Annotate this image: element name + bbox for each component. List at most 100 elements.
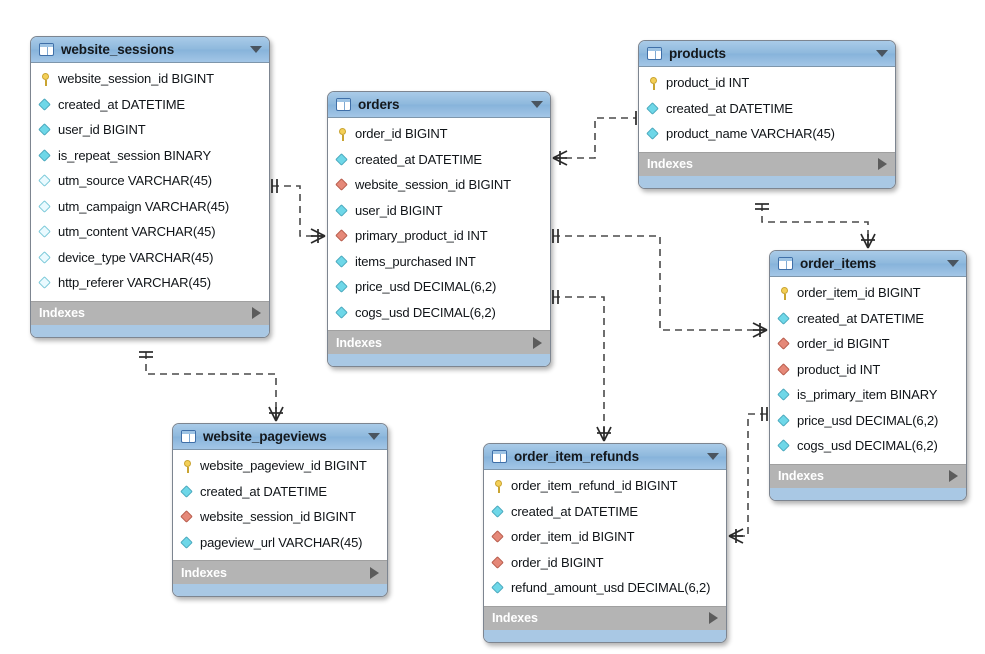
column-label: created_at DATETIME (58, 96, 185, 112)
column-row[interactable]: price_usd DECIMAL(6,2) (770, 408, 966, 434)
column-row[interactable]: utm_content VARCHAR(45) (31, 219, 269, 245)
column-label: utm_content VARCHAR(45) (58, 224, 216, 240)
column-row[interactable]: device_type VARCHAR(45) (31, 245, 269, 271)
table-header[interactable]: order_item_refunds (484, 444, 726, 470)
column-row[interactable]: utm_campaign VARCHAR(45) (31, 194, 269, 220)
column-row[interactable]: user_id BIGINT (328, 198, 550, 224)
primary-key-icon (181, 459, 195, 473)
column-icon (38, 97, 53, 111)
card-many-orders-products (552, 150, 568, 166)
column-row[interactable]: primary_product_id INT (328, 223, 550, 249)
column-row[interactable]: product_id INT (639, 70, 895, 96)
chevron-down-icon[interactable] (531, 101, 543, 108)
column-label: price_usd DECIMAL(6,2) (797, 412, 939, 428)
column-icon (777, 388, 792, 402)
column-row[interactable]: refund_amount_usd DECIMAL(6,2) (484, 575, 726, 601)
chevron-down-icon[interactable] (947, 260, 959, 267)
column-row[interactable]: created_at DATETIME (484, 499, 726, 525)
rel-sessions-orders (272, 185, 325, 237)
column-label: order_id BIGINT (797, 336, 890, 352)
table-header[interactable]: products (639, 41, 895, 67)
card-one-orders-orderitems (552, 229, 559, 243)
table-name-label: website_pageviews (203, 429, 327, 444)
column-label: refund_amount_usd DECIMAL(6,2) (511, 580, 711, 596)
column-label: utm_campaign VARCHAR(45) (58, 198, 229, 214)
column-row[interactable]: created_at DATETIME (639, 96, 895, 122)
indexes-label: Indexes (181, 565, 227, 580)
foreign-key-icon (777, 337, 792, 351)
expand-right-icon[interactable] (949, 470, 958, 482)
table-header[interactable]: website_sessions (31, 37, 269, 63)
rel-sessions-pageviews (145, 352, 277, 421)
column-label: cogs_usd DECIMAL(6,2) (797, 438, 938, 454)
column-row[interactable]: is_primary_item BINARY (770, 382, 966, 408)
primary-key-icon (647, 76, 661, 90)
column-row[interactable]: created_at DATETIME (770, 306, 966, 332)
expand-right-icon[interactable] (370, 566, 379, 579)
indexes-section[interactable]: Indexes (173, 560, 387, 584)
chevron-down-icon[interactable] (707, 453, 719, 460)
indexes-label: Indexes (778, 469, 824, 483)
column-row[interactable]: created_at DATETIME (328, 147, 550, 173)
column-row[interactable]: order_id BIGINT (484, 550, 726, 576)
column-label: device_type VARCHAR(45) (58, 249, 214, 265)
column-row[interactable]: items_purchased INT (328, 249, 550, 275)
column-row[interactable]: created_at DATETIME (31, 92, 269, 118)
column-label: created_at DATETIME (666, 100, 793, 116)
chevron-down-icon[interactable] (250, 46, 262, 53)
expand-right-icon[interactable] (878, 158, 887, 170)
expand-right-icon[interactable] (709, 612, 718, 624)
chevron-down-icon[interactable] (876, 50, 888, 57)
foreign-key-icon (335, 229, 350, 243)
column-row[interactable]: order_item_id BIGINT (484, 524, 726, 550)
column-row[interactable]: website_pageview_id BIGINT (173, 453, 387, 479)
column-row[interactable]: product_name VARCHAR(45) (639, 121, 895, 147)
expand-right-icon[interactable] (533, 336, 542, 349)
column-row[interactable]: order_item_refund_id BIGINT (484, 473, 726, 499)
column-label: website_session_id BIGINT (58, 71, 214, 87)
expand-right-icon[interactable] (252, 307, 261, 319)
indexes-section[interactable]: Indexes (639, 151, 895, 176)
table-header[interactable]: order_items (770, 251, 966, 277)
indexes-section[interactable]: Indexes (328, 330, 550, 354)
column-row[interactable]: order_id BIGINT (328, 121, 550, 147)
column-row[interactable]: website_session_id BIGINT (328, 172, 550, 198)
indexes-section[interactable]: Indexes (484, 605, 726, 630)
table-icon (492, 450, 507, 463)
table-website_sessions[interactable]: website_sessions website_session_id BIGIN… (30, 36, 270, 338)
column-row[interactable]: is_repeat_session BINARY (31, 143, 269, 169)
table-header[interactable]: orders (328, 92, 550, 118)
card-many-pageviews-sessions (268, 406, 284, 422)
table-name-label: website_sessions (61, 42, 175, 57)
column-row[interactable]: product_id INT (770, 357, 966, 383)
column-row[interactable]: http_referer VARCHAR(45) (31, 270, 269, 296)
column-row[interactable]: pageview_url VARCHAR(45) (173, 530, 387, 556)
column-row[interactable]: order_id BIGINT (770, 331, 966, 357)
column-row[interactable]: order_item_id BIGINT (770, 280, 966, 306)
indexes-section[interactable]: Indexes (770, 463, 966, 488)
column-row[interactable]: cogs_usd DECIMAL(6,2) (770, 433, 966, 459)
column-label: product_id INT (797, 361, 881, 377)
column-row[interactable]: website_session_id BIGINT (31, 66, 269, 92)
column-label: user_id BIGINT (58, 122, 146, 138)
nullable-column-icon (38, 276, 53, 290)
foreign-key-icon (491, 530, 506, 544)
table-header[interactable]: website_pageviews (173, 424, 387, 450)
column-icon (335, 280, 350, 294)
column-row[interactable]: user_id BIGINT (31, 117, 269, 143)
table-website_pageviews[interactable]: website_pageviews website_pageview_id BIG… (172, 423, 388, 597)
column-row[interactable]: utm_source VARCHAR(45) (31, 168, 269, 194)
column-row[interactable]: cogs_usd DECIMAL(6,2) (328, 300, 550, 326)
indexes-section[interactable]: Indexes (31, 300, 269, 325)
column-icon (646, 127, 661, 141)
table-order_item_refunds[interactable]: order_item_refunds order_item_refund_id B… (483, 443, 727, 643)
table-products[interactable]: products product_id INT created_at DATETIM… (638, 40, 896, 189)
chevron-down-icon[interactable] (368, 433, 380, 440)
column-row[interactable]: created_at DATETIME (173, 479, 387, 505)
column-row[interactable]: website_session_id BIGINT (173, 504, 387, 530)
column-row[interactable]: price_usd DECIMAL(6,2) (328, 274, 550, 300)
column-icon (180, 535, 195, 549)
